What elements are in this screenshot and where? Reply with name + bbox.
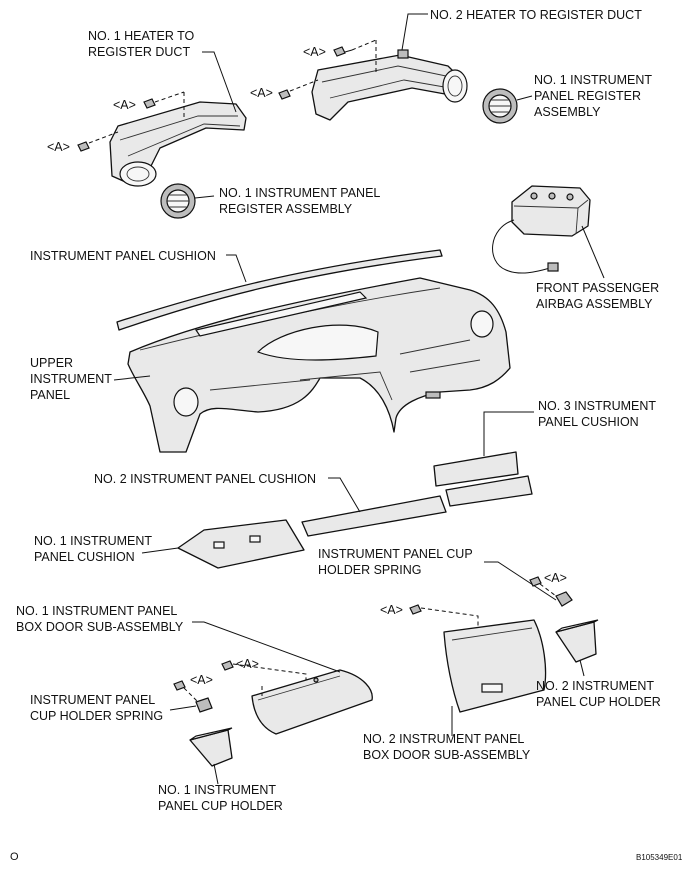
no3-cushion-label-l2: PANEL CUSHION <box>538 415 639 429</box>
no2-box-door-label-l2: BOX DOOR SUB-ASSEMBLY <box>363 748 531 762</box>
no2-duct-clip-mid <box>278 89 291 100</box>
upper-panel-label-l2: INSTRUMENT <box>30 372 112 386</box>
no3-cushion-label-l1: NO. 3 INSTRUMENT <box>538 399 656 413</box>
no2-cushion-label: NO. 2 INSTRUMENT PANEL CUSHION <box>94 472 316 486</box>
clip-label: <A> <box>47 140 70 154</box>
cup-spring-right-label-l2: HOLDER SPRING <box>318 563 422 577</box>
no1-cushion <box>177 519 305 569</box>
cup-spring-left-label-l2: CUP HOLDER SPRING <box>30 709 163 723</box>
clip-label: <A> <box>250 86 273 100</box>
no2-box-door-clip <box>409 604 422 615</box>
no1-duct-clip-mid <box>77 141 90 152</box>
cup-spring-left-clip <box>173 680 186 691</box>
no1-heater-duct-label-l1: NO. 1 HEATER TO <box>88 29 195 43</box>
upper-panel-label-l1: UPPER <box>30 356 73 370</box>
no1-heater-duct <box>109 101 247 187</box>
no2-box-door <box>443 619 547 713</box>
no1-box-door-label-l2: BOX DOOR SUB-ASSEMBLY <box>16 620 184 634</box>
clip-label: <A> <box>303 45 326 59</box>
register-right-label-l2: PANEL REGISTER <box>534 89 641 103</box>
no1-box-door-clip <box>221 660 234 671</box>
no2-cup-holder <box>555 619 599 663</box>
airbag-label-l1: FRONT PASSENGER <box>536 281 659 295</box>
cup-spring-left <box>195 697 213 713</box>
no1-box-door-label-l1: NO. 1 INSTRUMENT PANEL <box>16 604 177 618</box>
register-left-label-l1: NO. 1 INSTRUMENT PANEL <box>219 186 380 200</box>
cup-spring-right-label-l1: INSTRUMENT PANEL CUP <box>318 547 473 561</box>
upper-panel-label-l3: PANEL <box>30 388 70 402</box>
no2-heater-duct <box>311 49 468 121</box>
no1-cup-holder <box>189 727 233 767</box>
no1-cushion-label-l1: NO. 1 INSTRUMENT <box>34 534 152 548</box>
no2-duct-clip-top <box>333 46 353 57</box>
no2-heater-duct-label: NO. 2 HEATER TO REGISTER DUCT <box>430 8 642 22</box>
register-right-label-l1: NO. 1 INSTRUMENT <box>534 73 652 87</box>
cup-spring-right <box>555 591 573 607</box>
corner-mark: O <box>10 851 19 863</box>
no2-cup-holder-label-l1: NO. 2 INSTRUMENT <box>536 679 654 693</box>
no1-cup-holder-label-l2: PANEL CUP HOLDER <box>158 799 283 813</box>
instrument-panel-cushion <box>116 249 443 331</box>
cup-spring-right-clip <box>529 576 542 587</box>
cup-spring-left-label-l1: INSTRUMENT PANEL <box>30 693 155 707</box>
clip-label: <A> <box>190 673 213 687</box>
register-left-label-l2: REGISTER ASSEMBLY <box>219 202 353 216</box>
upper-instrument-panel <box>127 277 511 453</box>
no2-cup-holder-label-l2: PANEL CUP HOLDER <box>536 695 661 709</box>
no2-cushion <box>301 495 447 537</box>
no1-box-door <box>251 669 373 735</box>
no1-cushion-label-l2: PANEL CUSHION <box>34 550 135 564</box>
no2-box-door-label-l1: NO. 2 INSTRUMENT PANEL <box>363 732 524 746</box>
front-passenger-airbag <box>492 185 591 274</box>
register-right-label-l3: ASSEMBLY <box>534 105 601 119</box>
clip-label: <A> <box>113 98 136 112</box>
register-left <box>160 183 196 219</box>
clip-label: <A> <box>544 571 567 585</box>
no1-heater-duct-label-l2: REGISTER DUCT <box>88 45 190 59</box>
airbag-label-l2: AIRBAG ASSEMBLY <box>536 297 653 311</box>
clip-label: <A> <box>236 657 259 671</box>
no1-duct-clip-top <box>143 98 156 109</box>
clip-label: <A> <box>380 603 403 617</box>
no3-cushion <box>433 451 533 507</box>
no1-cup-holder-label-l1: NO. 1 INSTRUMENT <box>158 783 276 797</box>
cushion-label: INSTRUMENT PANEL CUSHION <box>30 249 216 263</box>
register-right <box>482 88 518 124</box>
figure-code: B105349E01 <box>636 853 683 862</box>
